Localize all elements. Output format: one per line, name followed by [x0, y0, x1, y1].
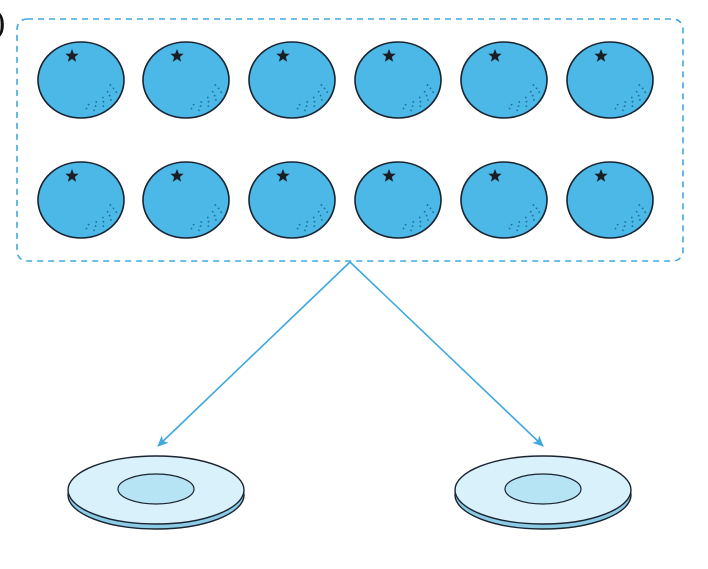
blueberry	[142, 161, 230, 239]
plate	[454, 455, 632, 530]
fruit-grid	[37, 41, 654, 239]
blueberry	[354, 41, 442, 119]
plate	[67, 455, 245, 530]
blueberry	[566, 161, 654, 239]
blueberry	[248, 41, 336, 119]
item-number-paren: )	[0, 6, 5, 40]
arrow-to-left-plate	[157, 261, 351, 447]
plates-group	[67, 455, 632, 530]
arrow-to-right-plate	[349, 261, 544, 447]
fruit-group-box	[16, 18, 684, 262]
blueberry	[460, 41, 548, 119]
blueberry	[460, 161, 548, 239]
blueberry	[248, 161, 336, 239]
blueberry	[37, 41, 125, 119]
blueberry	[142, 41, 230, 119]
blueberry	[37, 161, 125, 239]
blueberry	[354, 161, 442, 239]
blueberry	[566, 41, 654, 119]
